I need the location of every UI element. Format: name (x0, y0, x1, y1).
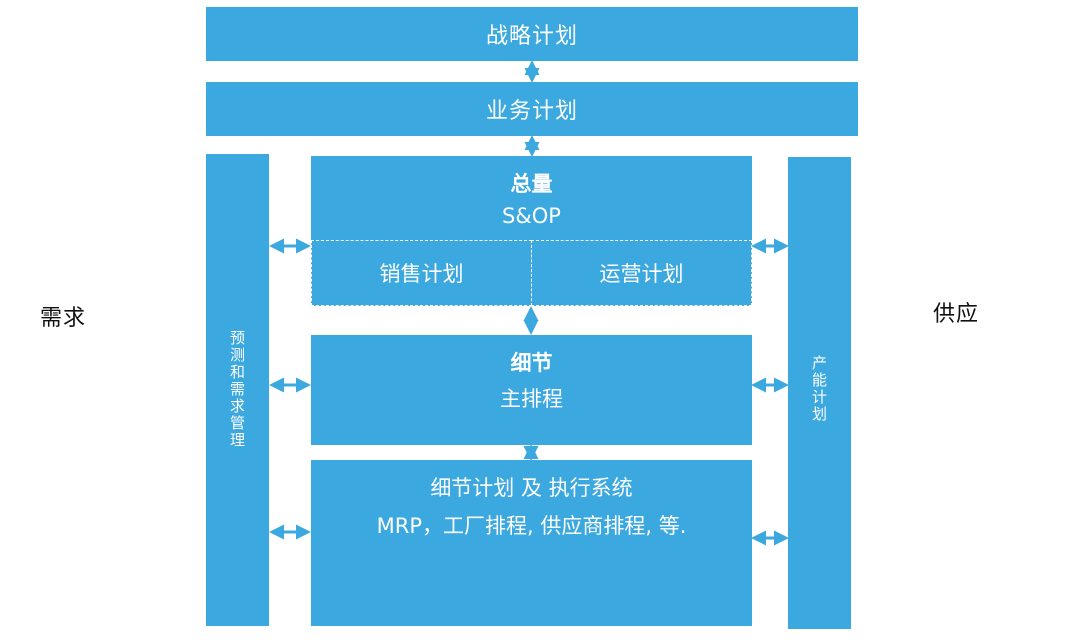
aggregate-subtitle: S&OP (502, 204, 561, 228)
capacity-planning-label: 产 能 计 划 (811, 354, 827, 423)
detail-title: 细节 (510, 351, 553, 375)
strategic-plan-block: 战略计划 (206, 7, 858, 61)
sales-plan-label: 销售计划 (379, 262, 464, 286)
aggregate-title: 总量 (510, 172, 553, 196)
execution-line2: MRP，工厂排程, 供应商排程, 等. (376, 514, 687, 538)
operations-plan-label: 运营计划 (599, 262, 684, 286)
operations-plan-cell: 运营计划 (531, 240, 752, 306)
demand-label: 需求 (40, 306, 87, 331)
strategic-plan-label: 战略计划 (485, 24, 578, 49)
aggregate-sop-block: 总量 S&OP 销售计划 运营计划 (311, 156, 752, 306)
sales-plan-cell: 销售计划 (311, 240, 532, 306)
demand-management-column: 预 测 和 需 求 管 理 (206, 154, 269, 626)
execution-systems-block: 细节计划 及 执行系统 MRP，工厂排程, 供应商排程, 等. (311, 460, 752, 626)
supply-label: 供应 (933, 302, 980, 327)
business-plan-label: 业务计划 (485, 99, 578, 124)
master-schedule-block: 细节 主排程 (311, 335, 752, 445)
demand-management-label: 预 测 和 需 求 管 理 (229, 329, 245, 449)
execution-line1: 细节计划 及 执行系统 (430, 476, 633, 500)
detail-subtitle: 主排程 (500, 387, 563, 411)
capacity-planning-column: 产 能 计 划 (788, 157, 851, 629)
business-plan-block: 业务计划 (206, 82, 858, 136)
